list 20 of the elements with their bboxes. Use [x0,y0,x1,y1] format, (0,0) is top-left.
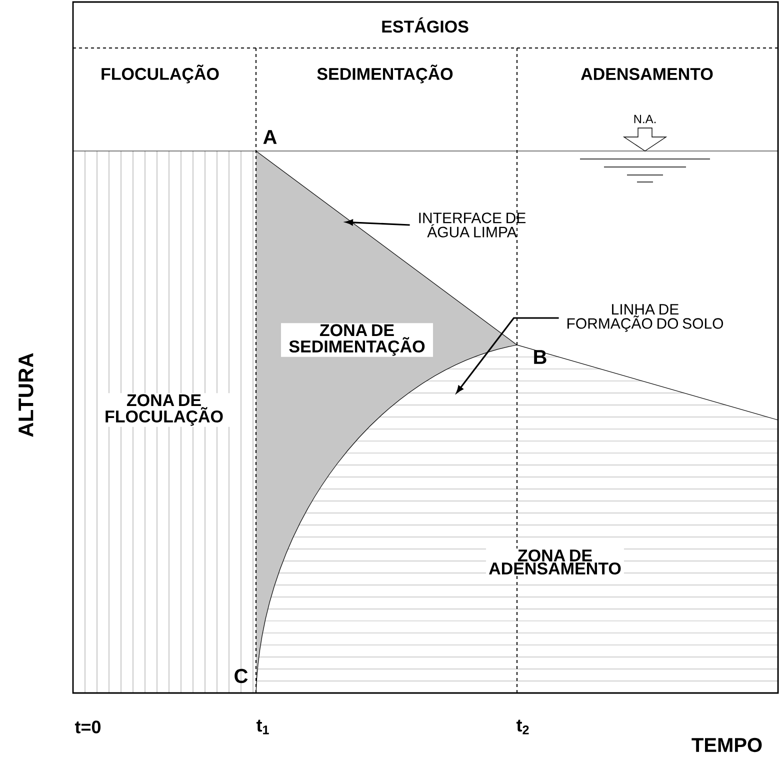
axis-label: TEMPO [692,738,762,752]
stage-header: ESTÁGIOS [382,17,468,33]
tick-label: t$_{2}$ [516,720,529,734]
leader-arrow [456,317,559,393]
water-level-label: N.A. [634,114,656,124]
callout-text: INTERFACE DE ÁGUA LIMPA [419,212,526,238]
callout-text: LINHA DE FORMAÇÃO DO SOLO [567,304,724,332]
axis-label: ALTURA [18,353,34,437]
tick-label: t$_{1}$ [256,720,269,734]
stage-label: SEDIMENTAÇÃO [317,64,453,84]
zone-label: ZONA DE SEDIMENTAÇÃO [281,323,433,357]
stage-label: ADENSAMENTO [581,68,713,80]
point-label: B [534,350,546,364]
leader-arrow [346,219,410,226]
zone-label: ZONA DE ADENSAMENTO [486,548,624,576]
tick-label: t=0 [74,720,101,734]
point-label: C [234,668,248,684]
point-label: A [263,130,277,144]
stage-label: FLOCULAÇÃO [102,64,219,84]
zone-label: ZONA DE FLOCULAÇÃO [98,393,230,427]
